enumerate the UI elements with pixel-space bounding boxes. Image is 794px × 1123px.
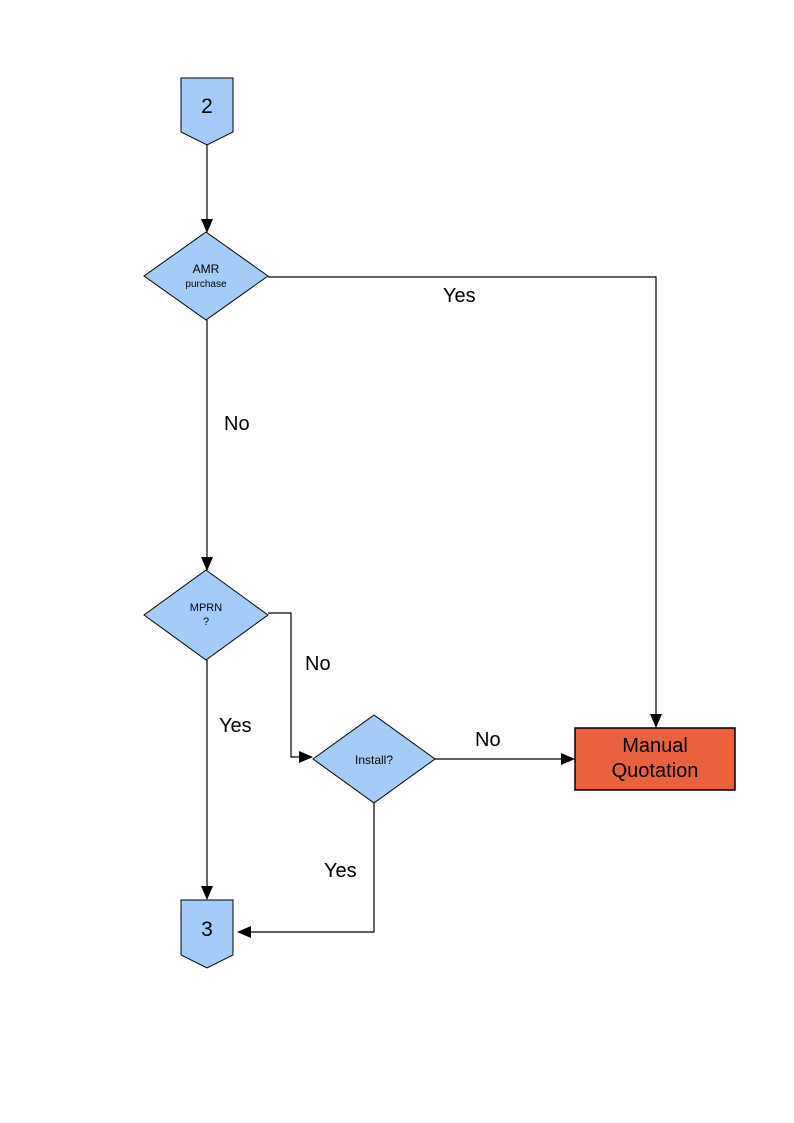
node-amr-purchase-decision: AMR purchase xyxy=(143,231,269,321)
edge-label-mprn-yes: Yes xyxy=(219,715,252,737)
arrowhead-down-icon xyxy=(650,714,662,728)
mprn-label-line2: ? xyxy=(203,616,209,628)
edge-label-install-yes: Yes xyxy=(324,860,357,882)
node-manual-quotation: Manual Quotation xyxy=(574,727,736,791)
connector-3-label: 3 xyxy=(201,918,213,941)
node-install-decision: Install? xyxy=(312,714,436,804)
amr-purchase-label-line2: purchase xyxy=(185,279,227,290)
manual-quotation-label-line1: Manual xyxy=(622,735,688,757)
connector-2-label: 2 xyxy=(201,95,213,118)
edge-install-yes-to-connector3 xyxy=(250,803,375,933)
amr-purchase-label-line1: AMR xyxy=(193,262,220,276)
arrowhead-down-icon xyxy=(201,557,213,571)
arrowhead-right-icon xyxy=(299,751,313,763)
edge-label-amr-no: No xyxy=(224,413,250,435)
node-connector-3: 3 xyxy=(180,899,234,969)
amr-purchase-diamond-shape xyxy=(143,231,269,321)
edge-label-mprn-no: No xyxy=(305,653,331,675)
mprn-label-line1: MPRN xyxy=(190,602,222,614)
edge-amr-yes-to-manual-quotation xyxy=(268,276,657,715)
manual-quotation-box-shape xyxy=(574,727,736,791)
arrowhead-down-icon xyxy=(201,219,213,233)
manual-quotation-label-line2: Quotation xyxy=(612,760,699,782)
connector-2-shape xyxy=(180,77,234,146)
connector-3-shape xyxy=(180,899,234,969)
arrowhead-right-icon xyxy=(561,753,575,765)
edge-label-amr-yes: Yes xyxy=(443,285,476,307)
node-mprn-decision: MPRN ? xyxy=(143,569,269,661)
edge-mprn-no-to-install xyxy=(268,612,300,758)
mprn-diamond-shape xyxy=(143,569,269,661)
install-diamond-shape xyxy=(312,714,436,804)
arrowhead-down-icon xyxy=(201,886,213,900)
arrowhead-left-icon xyxy=(237,926,251,938)
edge-label-install-no: No xyxy=(475,729,501,751)
node-connector-2: 2 xyxy=(180,77,234,146)
install-label: Install? xyxy=(355,753,393,767)
